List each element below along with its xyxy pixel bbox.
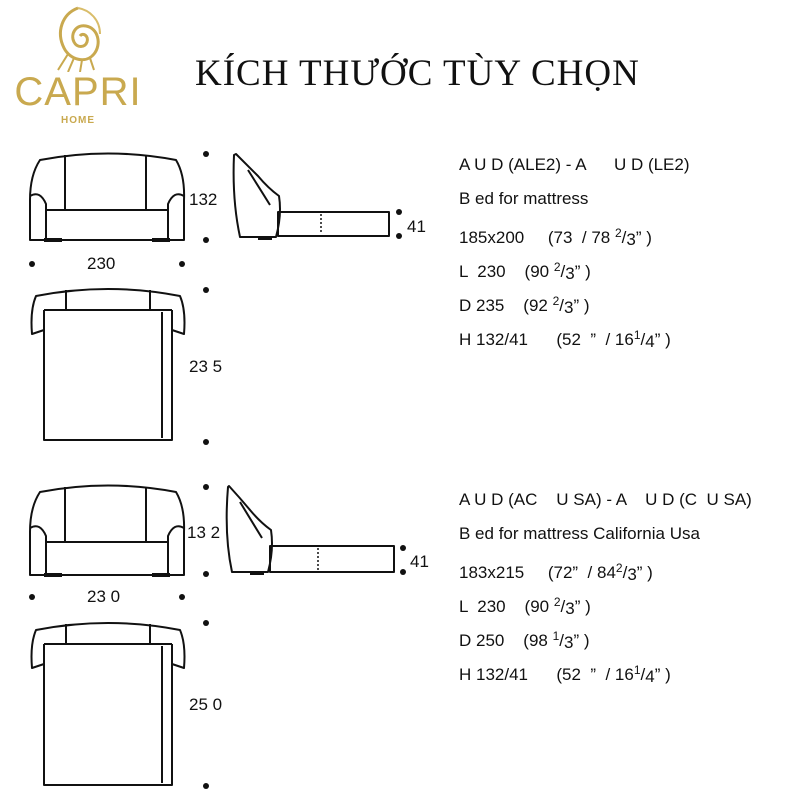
side-height-label-1: 41 xyxy=(407,217,426,236)
depth-spec: D 250 (98 1/3” ) xyxy=(459,629,590,652)
side-view-drawing-2 xyxy=(225,485,395,575)
top-view-drawing-1 xyxy=(30,288,186,441)
model-code: A U D (ALE2) - A U D (LE2) xyxy=(459,155,690,174)
front-view-drawing-1 xyxy=(29,152,186,242)
brand-subtitle: HOME xyxy=(61,115,95,126)
side-view-drawing-1 xyxy=(232,153,390,240)
front-width-label-1: 230 xyxy=(87,254,116,273)
height-spec: H 132/41 (52 ” / 161/4” ) xyxy=(459,663,671,686)
front-height-label-1: 132 xyxy=(189,190,218,209)
brand-name: CAPRI xyxy=(14,70,142,114)
top-depth-label-1: 23 5 xyxy=(189,357,223,376)
nautilus-shell-icon xyxy=(57,6,101,72)
top-depth-label-2: 25 0 xyxy=(189,695,223,714)
model-description: B ed for mattress xyxy=(459,189,589,208)
page-title: KÍCH THƯỚC TÙY CHỌN xyxy=(195,53,640,94)
front-height-label-2: 13 2 xyxy=(187,523,221,542)
mattress-size: 183x215 (72” / 842/3” ) xyxy=(459,561,653,584)
side-height-label-2: 41 xyxy=(410,552,429,571)
dimension-markers xyxy=(29,151,406,789)
front-view-drawing-2 xyxy=(29,484,186,577)
spec-block-2: A U D (AC U SA) - A U D (C U SA) B ed fo… xyxy=(459,483,752,687)
top-view-drawing-2 xyxy=(30,622,186,786)
depth-spec: D 235 (92 2/3” ) xyxy=(459,294,590,317)
model-code: A U D (AC U SA) - A U D (C U SA) xyxy=(459,490,752,509)
length-spec: L 230 (90 2/3” ) xyxy=(459,260,591,283)
spec-block-1: A U D (ALE2) - A U D (LE2) B ed for matt… xyxy=(459,148,690,352)
height-spec: H 132/41 (52 ” / 161/4” ) xyxy=(459,328,671,351)
model-description: B ed for mattress California Usa xyxy=(459,524,700,543)
mattress-size: 185x200 (73 / 78 2/3” ) xyxy=(459,226,652,249)
front-width-label-2: 23 0 xyxy=(87,587,121,606)
length-spec: L 230 (90 2/3” ) xyxy=(459,595,591,618)
